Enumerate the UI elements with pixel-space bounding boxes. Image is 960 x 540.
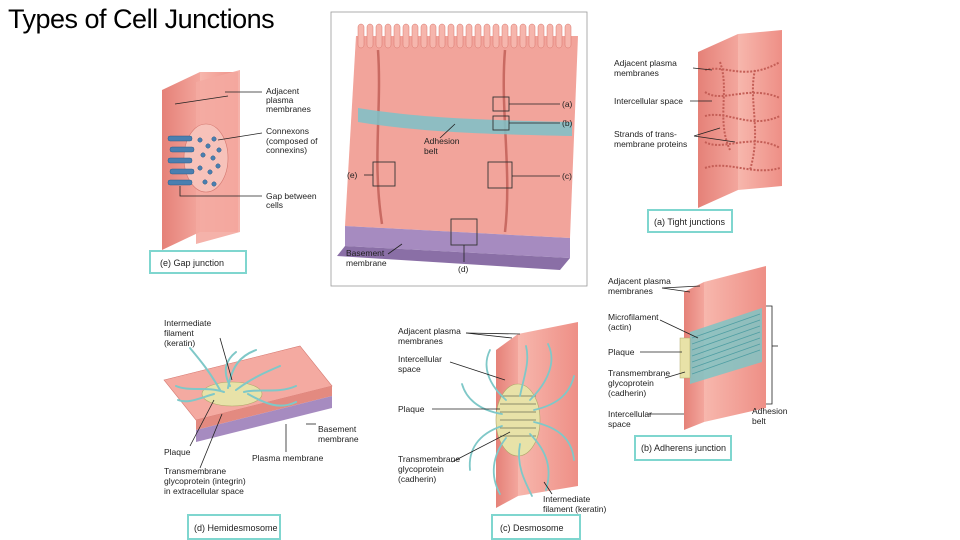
marker-b: (b) (562, 118, 573, 128)
adherens-junction-panel: Adjacent plasma membranes Microfilament … (608, 266, 788, 460)
gap-connexons-label-3: connexins) (266, 145, 307, 155)
adherens-transmembrane-label-3: (cadherin) (608, 388, 646, 398)
desmo-filament-label: Intermediate (543, 494, 591, 504)
epithelium-overview: (a) (b) (c) (e) (d) Adhesion belt Baseme… (331, 12, 587, 286)
hemi-basement-label: Basement (318, 424, 357, 434)
basement-membrane-label-line2: membrane (346, 258, 387, 268)
adherens-adjacent-label: Adjacent plasma (608, 276, 671, 286)
marker-d: (d) (458, 264, 469, 274)
tight-strands-label-2: membrane proteins (614, 139, 687, 149)
hemi-filament-label-2: filament (164, 328, 194, 338)
adherens-transmembrane-label-2: glycoprotein (608, 378, 654, 388)
gap-caption: (e) Gap junction (160, 258, 224, 268)
gap-junction-panel: Adjacent plasma membranes Connexons (com… (150, 70, 318, 273)
desmo-adjacent-label-2: membranes (398, 336, 443, 346)
adherens-plaque-label: Plaque (608, 347, 635, 357)
adherens-adjacent-label-2: membranes (608, 286, 653, 296)
adhesion-belt-label: Adhesion (424, 136, 460, 146)
desmo-caption: (c) Desmosome (500, 523, 564, 533)
desmo-adjacent-label: Adjacent plasma (398, 326, 461, 336)
desmo-transmembrane-label-3: (cadherin) (398, 474, 436, 484)
gap-connexons-label: Connexons (266, 126, 309, 136)
tight-intercellular-label: Intercellular space (614, 96, 683, 106)
adherens-intercellular-label: Intercellular (608, 409, 652, 419)
desmo-intercellular-label: Intercellular (398, 354, 442, 364)
marker-c: (c) (562, 171, 572, 181)
hemi-plasma-label: Plasma membrane (252, 453, 324, 463)
tight-adjacent-label: Adjacent plasma (614, 58, 677, 68)
tight-caption: (a) Tight junctions (654, 217, 726, 227)
adherens-caption: (b) Adherens junction (641, 443, 726, 453)
desmosome-panel: Adjacent plasma membranes Intercellular … (398, 322, 606, 539)
tight-junction-panel: Adjacent plasma membranes Intercellular … (614, 30, 782, 232)
desmo-filament-label-2: filament (keratin) (543, 504, 606, 514)
adherens-belt-label: Adhesion (752, 406, 788, 416)
tight-strands-label: Strands of trans- (614, 129, 677, 139)
marker-a: (a) (562, 99, 573, 109)
hemi-transmembrane-label-2: glycoprotein (integrin) (164, 476, 246, 486)
hemi-caption: (d) Hemidesmosome (194, 523, 278, 533)
adhesion-belt-label-line2: belt (424, 146, 438, 156)
adherens-microfilament-label-2: (actin) (608, 322, 632, 332)
adherens-belt-label-2: belt (752, 416, 766, 426)
desmo-intercellular-label-2: space (398, 364, 421, 374)
desmo-transmembrane-label: Transmembrane (398, 454, 460, 464)
hemi-transmembrane-label-3: in extracellular space (164, 486, 244, 496)
hemi-plaque-label: Plaque (164, 447, 191, 457)
desmo-plaque-label: Plaque (398, 404, 425, 414)
adherens-transmembrane-label: Transmembrane (608, 368, 670, 378)
gap-between-label-2: cells (266, 200, 283, 210)
basement-membrane-label: Basement (346, 248, 385, 258)
gap-adjacent-label-3: membranes (266, 104, 311, 114)
adherens-microfilament-label: Microfilament (608, 312, 659, 322)
hemi-filament-label: Intermediate (164, 318, 212, 328)
desmo-transmembrane-label-2: glycoprotein (398, 464, 444, 474)
marker-e: (e) (347, 170, 358, 180)
hemidesmosome-panel: Intermediate filament (keratin) Basement… (164, 318, 359, 539)
hemi-basement-label-2: membrane (318, 434, 359, 444)
adherens-intercellular-label-2: space (608, 419, 631, 429)
hemi-transmembrane-label: Transmembrane (164, 466, 226, 476)
tight-adjacent-label-2: membranes (614, 68, 659, 78)
hemi-filament-label-3: (keratin) (164, 338, 195, 348)
